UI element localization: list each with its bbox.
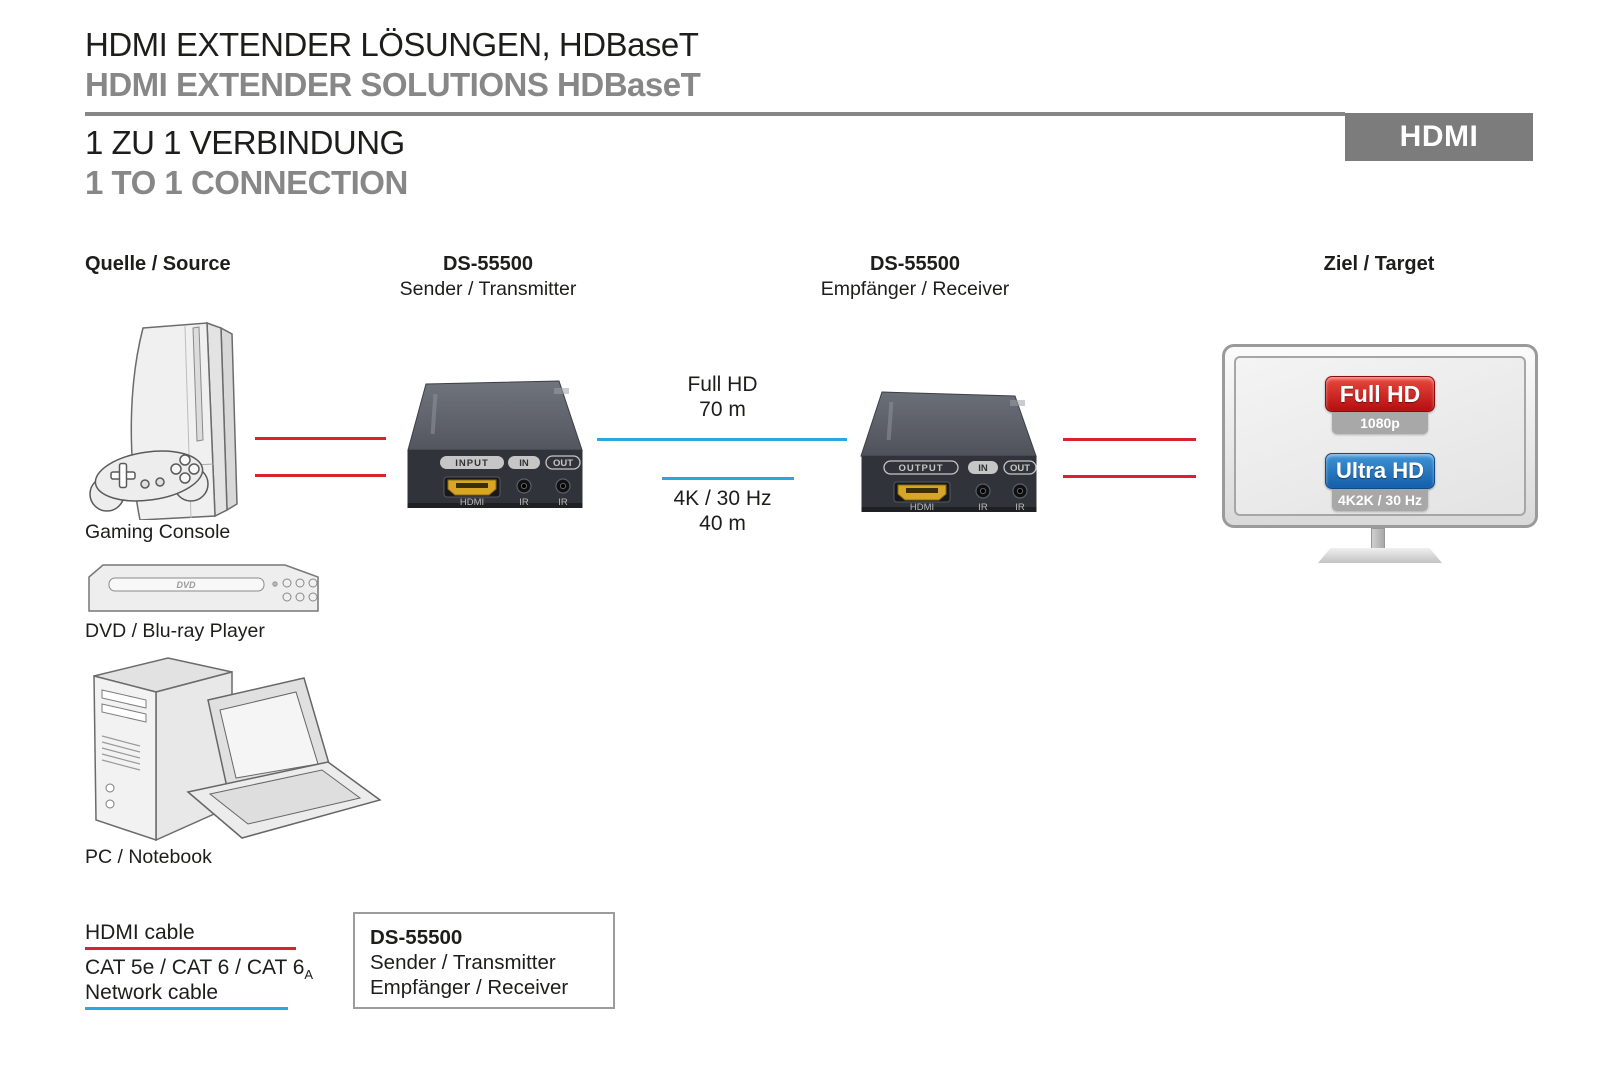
- transmitter-front-panel: INPUT HDMI IN OUT IR IR: [440, 455, 581, 508]
- gaming-console-illustration: [89, 321, 238, 520]
- column-header-receiver: DS-55500 Empfänger / Receiver: [795, 252, 1035, 301]
- ultra-hd-sub-badge: 4K2K / 30 Hz: [1332, 489, 1428, 511]
- product-legend-title: DS-55500: [370, 926, 463, 949]
- hdmi-badge: HDMI: [1345, 113, 1533, 161]
- gaming-console-label: Gaming Console: [85, 521, 231, 543]
- transmitter-housing: [407, 380, 583, 508]
- tv-illustration: Full HD 1080p Ultra HD 4K2K / 30 Hz: [1222, 344, 1538, 528]
- receiver-model: DS-55500: [869, 253, 961, 275]
- pc-notebook-label: PC / Notebook: [85, 846, 212, 868]
- transmitter-ir2-label: IR: [558, 497, 568, 508]
- column-header-transmitter: DS-55500 Sender / Transmitter: [368, 252, 608, 301]
- transmitter-hdmi-label: HDMI: [460, 497, 484, 508]
- full-hd-link-line1: Full HD: [687, 373, 758, 396]
- full-hd-link-line2: 70 m: [699, 398, 746, 422]
- network-cable-line-fullhd: [597, 438, 847, 441]
- transmitter-ir1-label: IR: [519, 497, 529, 508]
- receiver-hdmi-label: HDMI: [910, 502, 934, 513]
- hdmi-cable-line-source-top: [255, 437, 386, 440]
- dvd-buttons: [282, 578, 318, 602]
- tv-screen: Full HD 1080p Ultra HD 4K2K / 30 Hz: [1234, 356, 1526, 516]
- legend-network-cable-line: [85, 1007, 288, 1010]
- legend-hdmi-cable-label: HDMI cable: [85, 921, 195, 944]
- full-hd-badge: Full HD: [1325, 376, 1435, 412]
- legend-cat-subscript: A: [304, 967, 314, 982]
- page-title-en: HDMI EXTENDER SOLUTIONS HDBaseT: [85, 66, 701, 103]
- device-top-markings: [886, 400, 1025, 441]
- section-title-en: 1 TO 1 CONNECTION: [85, 164, 408, 201]
- receiver-ir-in-label: IN: [978, 463, 988, 474]
- receiver-ir1-label: IR: [978, 502, 988, 513]
- dvd-player-label: DVD / Blu-ray Player: [85, 620, 265, 642]
- receiver-front-panel: OUTPUT HDMI IN OUT IR IR: [883, 460, 1037, 513]
- transmitter-role: Sender / Transmitter: [399, 278, 577, 300]
- transmitter-model: DS-55500: [442, 253, 534, 275]
- full-hd-sub-badge: 1080p: [1332, 412, 1428, 434]
- column-header-source: Quelle / Source: [85, 253, 231, 275]
- dvd-player-illustration: DVD: [88, 564, 319, 612]
- dvd-logo: DVD: [176, 580, 196, 590]
- receiver-housing: [860, 391, 1037, 512]
- tv-badges: Full HD 1080p Ultra HD 4K2K / 30 Hz: [1236, 376, 1524, 511]
- transmitter-port-group-label: INPUT: [455, 458, 489, 469]
- section-title-de: 1 ZU 1 VERBINDUNG: [85, 124, 405, 161]
- hdmi-cable-line-source-bottom: [255, 474, 386, 477]
- transmitter-device: INPUT HDMI IN OUT IR IR: [407, 380, 583, 508]
- uhd-link-line1: 4K / 30 Hz: [673, 487, 772, 510]
- column-header-target: Ziel / Target: [1323, 253, 1435, 275]
- transmitter-ir-in-label: IN: [519, 458, 529, 469]
- tv-stand-base: [1318, 548, 1442, 563]
- legend-hdmi-cable-line: [85, 947, 296, 950]
- gamepad-icon: [89, 450, 209, 512]
- legend-network-cable-label: Network cable: [85, 981, 219, 1004]
- full-hd-link-label: Full HD 70 m: [620, 372, 825, 422]
- header-divider: [85, 112, 1345, 116]
- legend-cat-text: CAT 5e / CAT 6 / CAT 6: [85, 956, 305, 979]
- ultra-hd-badge: Ultra HD: [1325, 453, 1435, 489]
- uhd-link-label: 4K / 30 Hz 40 m: [620, 486, 825, 536]
- receiver-ir-out-label: OUT: [1010, 463, 1030, 474]
- network-cable-line-uhd: [662, 477, 794, 480]
- device-top-markings: [430, 388, 569, 435]
- product-legend-line2: Empfänger / Receiver: [370, 976, 569, 999]
- receiver-device: OUTPUT HDMI IN OUT IR IR: [860, 391, 1037, 513]
- hdmi-cable-line-target-bottom: [1063, 475, 1196, 478]
- vents: [101, 735, 141, 771]
- legend-cat-label: CAT 5e / CAT 6 / CAT 6A: [85, 956, 313, 982]
- product-legend-box: DS-55500 Sender / Transmitter Empfänger …: [353, 912, 615, 1009]
- uhd-link-line2: 40 m: [699, 512, 746, 536]
- drive-bays: [101, 689, 147, 723]
- hdmi-cable-line-target-top: [1063, 438, 1196, 441]
- dvd-chassis: DVD: [88, 564, 319, 612]
- tv-stand-neck: [1371, 528, 1385, 550]
- receiver-port-group-label: OUTPUT: [898, 463, 943, 474]
- product-legend-line1: Sender / Transmitter: [370, 951, 556, 974]
- transmitter-ir-out-label: OUT: [553, 458, 573, 469]
- receiver-ir2-label: IR: [1015, 502, 1025, 513]
- pc-notebook-illustration: [93, 657, 382, 842]
- page-title-de: HDMI EXTENDER LÖSUNGEN, HDBaseT: [85, 26, 699, 63]
- notebook: [186, 677, 382, 839]
- receiver-role: Empfänger / Receiver: [820, 278, 1010, 300]
